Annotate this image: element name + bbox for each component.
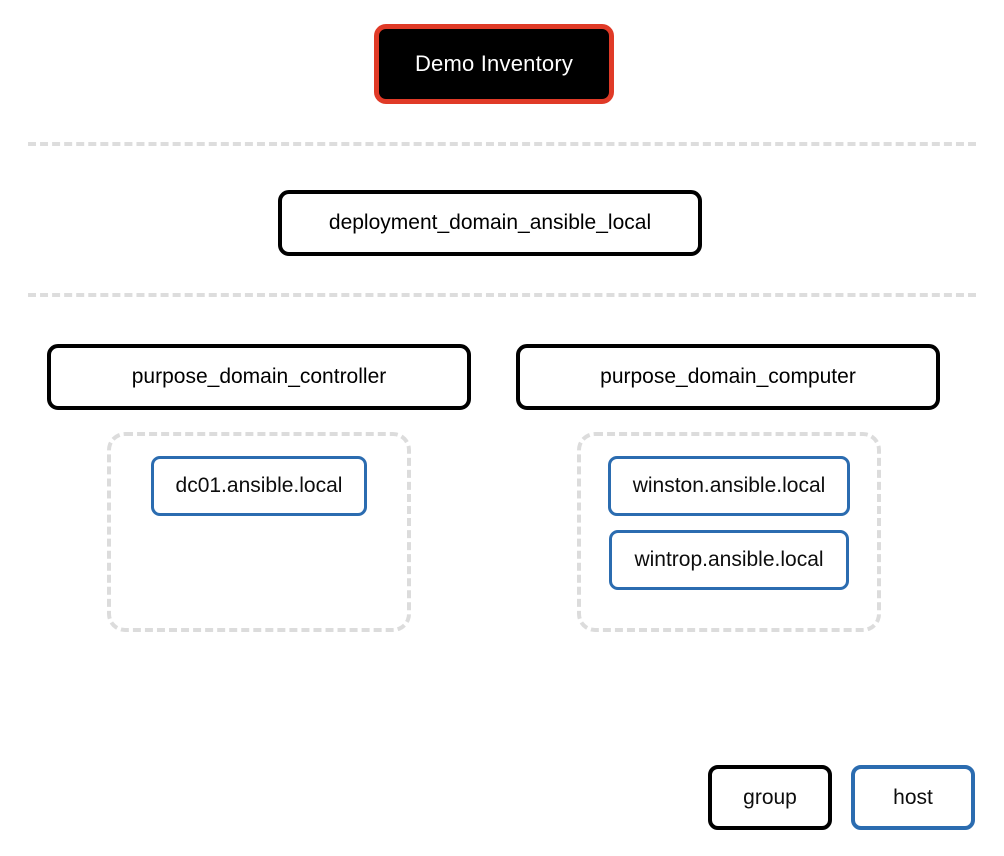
level-separator-2 bbox=[28, 293, 976, 297]
host-node-label: wintrop.ansible.local bbox=[634, 548, 824, 571]
host-node-label: winston.ansible.local bbox=[632, 474, 826, 497]
legend-item-host: host bbox=[851, 765, 975, 830]
inventory-root-label: Demo Inventory bbox=[414, 51, 574, 76]
legend-item-label: host bbox=[893, 785, 933, 809]
group-node-purpose-domain-controller[interactable]: purpose_domain_controller bbox=[47, 344, 471, 410]
group-node-deployment-domain-ansible-local[interactable]: deployment_domain_ansible_local bbox=[278, 190, 702, 256]
host-container-domain-computer: winston.ansible.local wintrop.ansible.lo… bbox=[577, 432, 881, 632]
legend-item-group: group bbox=[708, 765, 832, 830]
host-node-winston[interactable]: winston.ansible.local bbox=[607, 456, 851, 516]
host-node-wintrop[interactable]: wintrop.ansible.local bbox=[609, 530, 849, 590]
host-node-label: dc01.ansible.local bbox=[175, 474, 343, 497]
level-separator-1 bbox=[28, 142, 976, 146]
host-node-dc01[interactable]: dc01.ansible.local bbox=[150, 456, 368, 516]
legend-item-label: group bbox=[743, 785, 797, 809]
group-node-label: deployment_domain_ansible_local bbox=[328, 211, 652, 234]
host-container-domain-controller: dc01.ansible.local bbox=[107, 432, 411, 632]
inventory-root-node[interactable]: Demo Inventory bbox=[374, 24, 614, 104]
legend: group host bbox=[708, 765, 975, 830]
group-node-label: purpose_domain_controller bbox=[131, 365, 387, 388]
group-node-label: purpose_domain_computer bbox=[600, 365, 856, 388]
group-node-purpose-domain-computer[interactable]: purpose_domain_computer bbox=[516, 344, 940, 410]
